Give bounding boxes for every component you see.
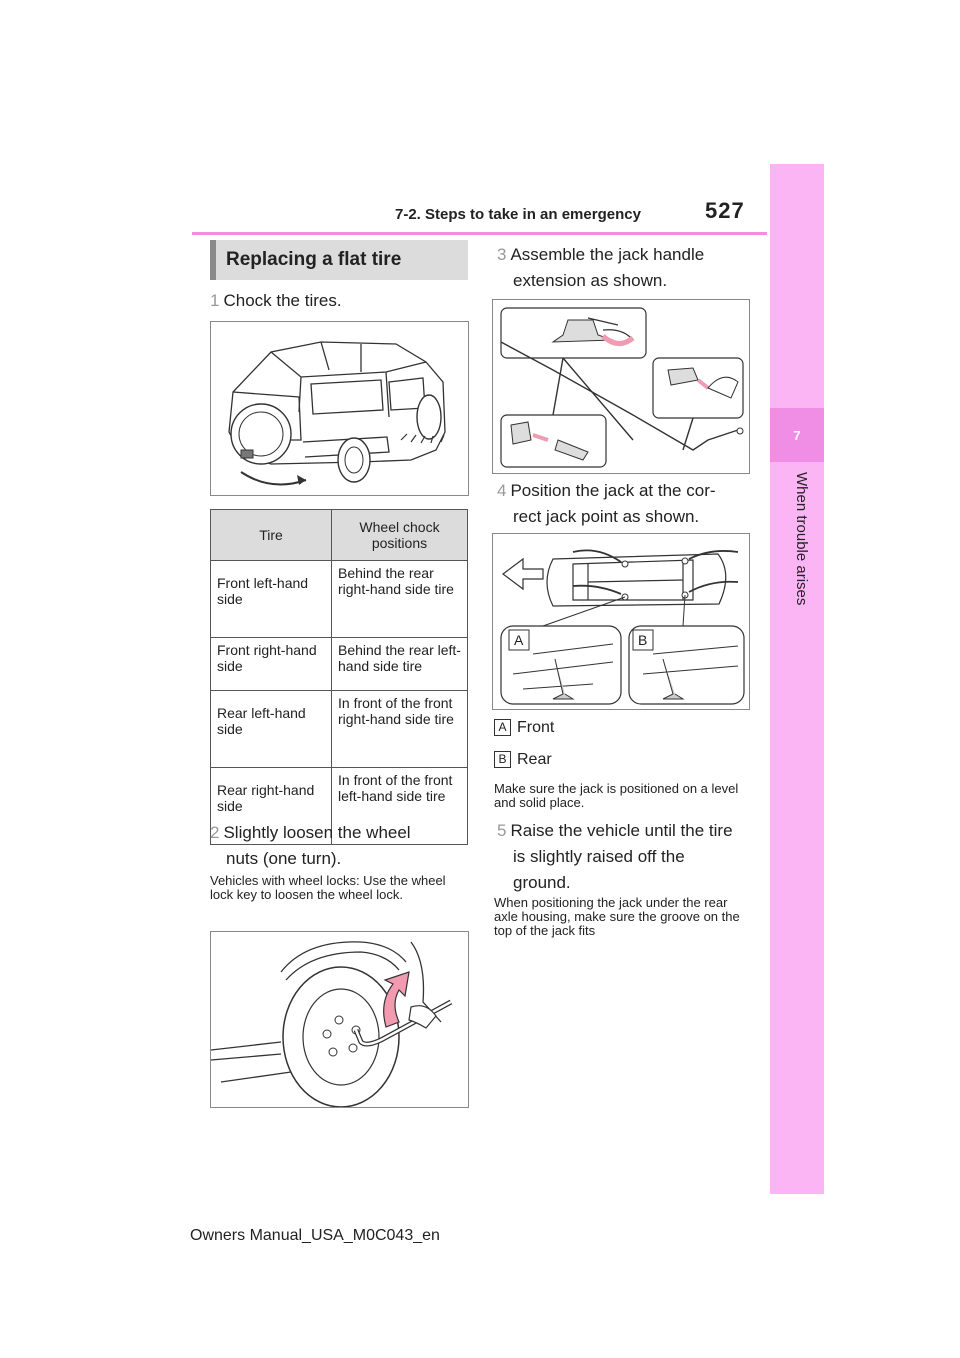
legend-label: Front — [517, 719, 555, 736]
chapter-title: When trouble arises — [793, 472, 810, 606]
vehicle-chock-illustration — [228, 341, 446, 486]
wheel-wrench-illustration — [210, 941, 453, 1108]
step-text-line: extension as shown. — [513, 271, 668, 290]
label-a-box — [508, 629, 530, 651]
figure-jack-handle — [492, 299, 750, 474]
note-wheel-lock: Vehicles with wheel locks: Use the wheel… — [210, 873, 446, 902]
step-text-line: nuts (one turn). — [226, 849, 342, 868]
table-row: Rear left-hand side In front of the fron… — [210, 690, 468, 768]
table-cell: Rear left-hand side — [210, 690, 332, 768]
legend-front: A Front — [494, 719, 554, 737]
wheel-chock-table: Tire Wheel chock positions Front left-ha… — [210, 509, 468, 845]
legend-key: B — [494, 751, 511, 769]
step-number: 1 — [210, 291, 220, 310]
chapter-side-tab — [770, 164, 824, 1194]
step-text-line: Position the jack at the cor- — [510, 481, 716, 500]
step-number: 5 — [497, 821, 507, 840]
table-header-row: Tire Wheel chock positions — [210, 509, 468, 561]
table-row: Front left-hand side Behind the rear rig… — [210, 560, 468, 638]
label-b-box — [632, 629, 654, 651]
table-cell: Front left-hand side — [210, 560, 332, 638]
front-arrow-icon — [502, 557, 544, 591]
table-cell: In front of the front right-hand side ti… — [331, 690, 468, 768]
step-text: Chock the tires. — [223, 291, 342, 310]
step-text-line: is slightly raised off the — [513, 847, 685, 866]
header-rule — [192, 232, 767, 235]
table-cell: Front right-hand side — [210, 637, 332, 691]
table-cell: Behind the rear right-hand side tire — [331, 560, 468, 638]
table-row: Front right-hand side Behind the rear le… — [210, 637, 468, 691]
figure-loosen-nuts — [210, 931, 469, 1108]
section-heading: Replacing a flat tire — [210, 240, 468, 280]
table-cell: In front of the front left-hand side tir… — [331, 767, 468, 845]
legend-key: A — [494, 719, 511, 737]
figure-jack-points: A B — [492, 533, 750, 710]
page-number: 527 — [705, 198, 745, 223]
step-text-line: ground. — [513, 873, 571, 892]
note-jack-level: Make sure the jack is positioned on a le… — [494, 781, 739, 810]
step-number: 4 — [497, 481, 507, 500]
step-text-line: Slightly loosen the wheel — [223, 823, 411, 842]
jack-points-illustration: A B — [500, 549, 745, 705]
step-text-line: rect jack point as shown. — [513, 507, 700, 526]
step-text-line: Raise the vehicle until the tire — [510, 821, 733, 840]
section-heading-text: Replacing a flat tire — [226, 249, 402, 270]
chapter-number: 7 — [770, 408, 824, 462]
note-axle-housing: When positioning the jack under the rear… — [494, 895, 740, 938]
header-section-title: 7-2. Steps to take in an emergency — [395, 206, 641, 223]
legend-label: Rear — [517, 751, 552, 768]
footer-manual-id: Owners Manual_USA_M0C043_en — [190, 1227, 440, 1244]
step-number: 2 — [210, 823, 220, 842]
table-header-cell: Wheel chock positions — [331, 509, 468, 561]
table-row: Rear right-hand side In front of the fro… — [210, 767, 468, 845]
table-header-cell: Tire — [210, 509, 332, 561]
step-number: 3 — [497, 245, 507, 264]
jack-handle-illustration — [500, 307, 744, 468]
label-a-text: A — [514, 632, 524, 648]
step-text-line: Assemble the jack handle — [510, 245, 705, 264]
table-cell: Behind the rear left-hand side tire — [331, 637, 468, 691]
table-cell: Rear right-hand side — [210, 767, 332, 845]
direction-arrow-icon — [383, 971, 410, 1028]
label-b-text: B — [638, 632, 647, 648]
legend-rear: B Rear — [494, 751, 552, 769]
figure-chock-tires — [210, 321, 469, 496]
